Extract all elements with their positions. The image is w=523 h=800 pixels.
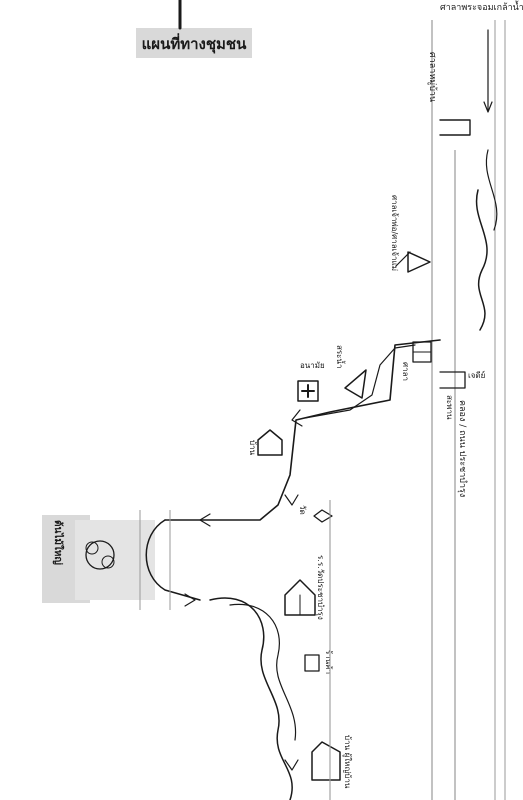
- temple-upper: ศาลา: [401, 341, 432, 381]
- right-winding-path: [475, 189, 488, 331]
- shrine: ศาลเจ้าพ่อ/ศาลเจ้าแม่: [390, 195, 431, 273]
- shrine-label: ศาลเจ้าพ่อ/ศาลเจ้าแม่: [390, 195, 399, 271]
- map-title: แผนที่ทางชุมชน: [142, 33, 247, 54]
- old-tree: ต้นไม้ใหญ่: [42, 515, 155, 603]
- tree-curve-road: [145, 519, 201, 601]
- hospital-box: [297, 380, 319, 402]
- house-upper-label: บ้าน: [248, 440, 257, 456]
- upper-right-label: ศาลาหมู่บ้าน: [427, 52, 438, 102]
- house-upper: บ้าน: [248, 429, 283, 456]
- village-head-label: บ้าน ผู้ใหญ่บ้าน: [342, 735, 352, 789]
- school-label: ร.ร.วัดประชาบำรุง: [316, 555, 325, 620]
- upper-right-area: ศาลาหมู่บ้าน: [427, 29, 493, 136]
- route-arrow-c: [199, 513, 211, 527]
- temple-mid-icon: [313, 509, 333, 523]
- village-head-icon: [311, 741, 341, 781]
- tree-road-arrow: [184, 593, 196, 607]
- hospital-cross-icon: [301, 384, 315, 398]
- pond-label: สระน้ำ: [335, 345, 346, 368]
- lower-road-arrow: [284, 759, 299, 771]
- house-icon: [257, 429, 283, 456]
- route-arrow-b: [284, 494, 299, 506]
- bridge-label: สะพาน: [445, 395, 454, 420]
- top-road-arrowhead: [483, 101, 493, 113]
- top-right-label: ศาลาพระจอมเกล้าน้ำ: [440, 0, 523, 13]
- map-title-block: แผนที่ทางชุมชน: [136, 0, 252, 58]
- tree-leaf-b: [101, 555, 115, 569]
- temple-mid: วัด: [298, 505, 333, 523]
- title-highlight: [136, 28, 252, 58]
- flag-icon: [407, 251, 431, 273]
- school: ร.ร.วัดประชาบำรุง: [284, 555, 325, 620]
- tree-icon: [85, 540, 115, 570]
- bridge-icon: [439, 371, 466, 389]
- route-secondary: [304, 344, 416, 419]
- canal-label: คลอง / ถนน ประชาบำรุง: [457, 400, 468, 497]
- store-label: ร้านค้า: [324, 650, 333, 674]
- hospital-label: อนามัย: [300, 361, 325, 370]
- canal-area: เจดีย์ สะพาน คลอง / ถนน ประชาบำรุง: [439, 370, 485, 497]
- pagoda-label: เจดีย์: [468, 370, 485, 380]
- tree-area: [75, 520, 155, 600]
- lower-winding-road-b: [229, 603, 297, 741]
- school-icon: [284, 579, 316, 616]
- temple-mid-label: วัด: [298, 505, 307, 515]
- hospital: อนามัย: [297, 361, 325, 402]
- village-head-house: บ้าน ผู้ใหญ่บ้าน: [311, 735, 352, 789]
- store: ร้านค้า: [304, 650, 333, 674]
- right-roads: [431, 20, 506, 800]
- flag-pole: [395, 251, 411, 267]
- pond: สระน้ำ: [335, 345, 367, 399]
- route-arrow-a: [291, 409, 303, 427]
- store-icon: [304, 654, 320, 672]
- bridge-shape: [439, 119, 471, 136]
- main-route: [164, 339, 441, 521]
- old-tree-label: ต้นไม้ใหญ่: [52, 520, 65, 565]
- temple-upper-label: ศาลา: [401, 362, 410, 381]
- tree-leaf-a: [85, 541, 99, 555]
- lower-winding-road-a: [209, 597, 293, 800]
- pond-icon: [344, 369, 367, 399]
- right-winding-path-b: [485, 149, 498, 231]
